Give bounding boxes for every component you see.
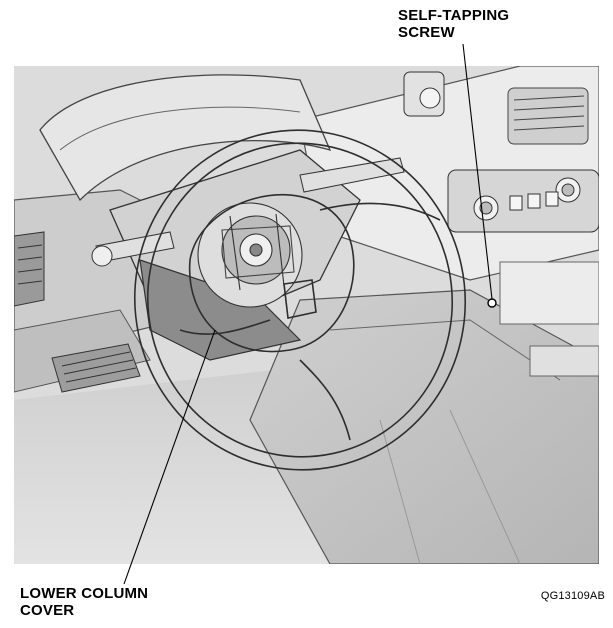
steering-wheel-outline [133, 129, 467, 471]
headlamp-knob [403, 71, 445, 117]
climate-controls [447, 169, 599, 233]
instrument-cluster-hood [39, 74, 332, 202]
lower-column-cover-label-line1: LOWER COLUMN [20, 585, 149, 602]
figure-id: QG13109AB [540, 590, 605, 602]
steering-hub [197, 202, 303, 308]
lower-column-cover-label: LOWER COLUMN COVER [20, 585, 148, 619]
air-vent-right [507, 87, 589, 145]
self-tapping-screw-label-line1: SELF-TAPPING [398, 7, 510, 24]
screw-leader-line [462, 43, 493, 300]
knee-panel [14, 309, 151, 393]
cover-leader-line [123, 329, 216, 585]
pedal [51, 343, 141, 393]
self-tapping-screw-label: SELF-TAPPING SCREW [398, 7, 509, 41]
lower-column-cover-label-line2: COVER [20, 602, 75, 619]
self-tapping-screw-marker [487, 298, 497, 308]
self-tapping-screw-label-line2: SCREW [398, 24, 455, 41]
dash-panel-lower [499, 261, 599, 325]
center-console [249, 289, 599, 564]
air-vent-left [14, 231, 45, 307]
